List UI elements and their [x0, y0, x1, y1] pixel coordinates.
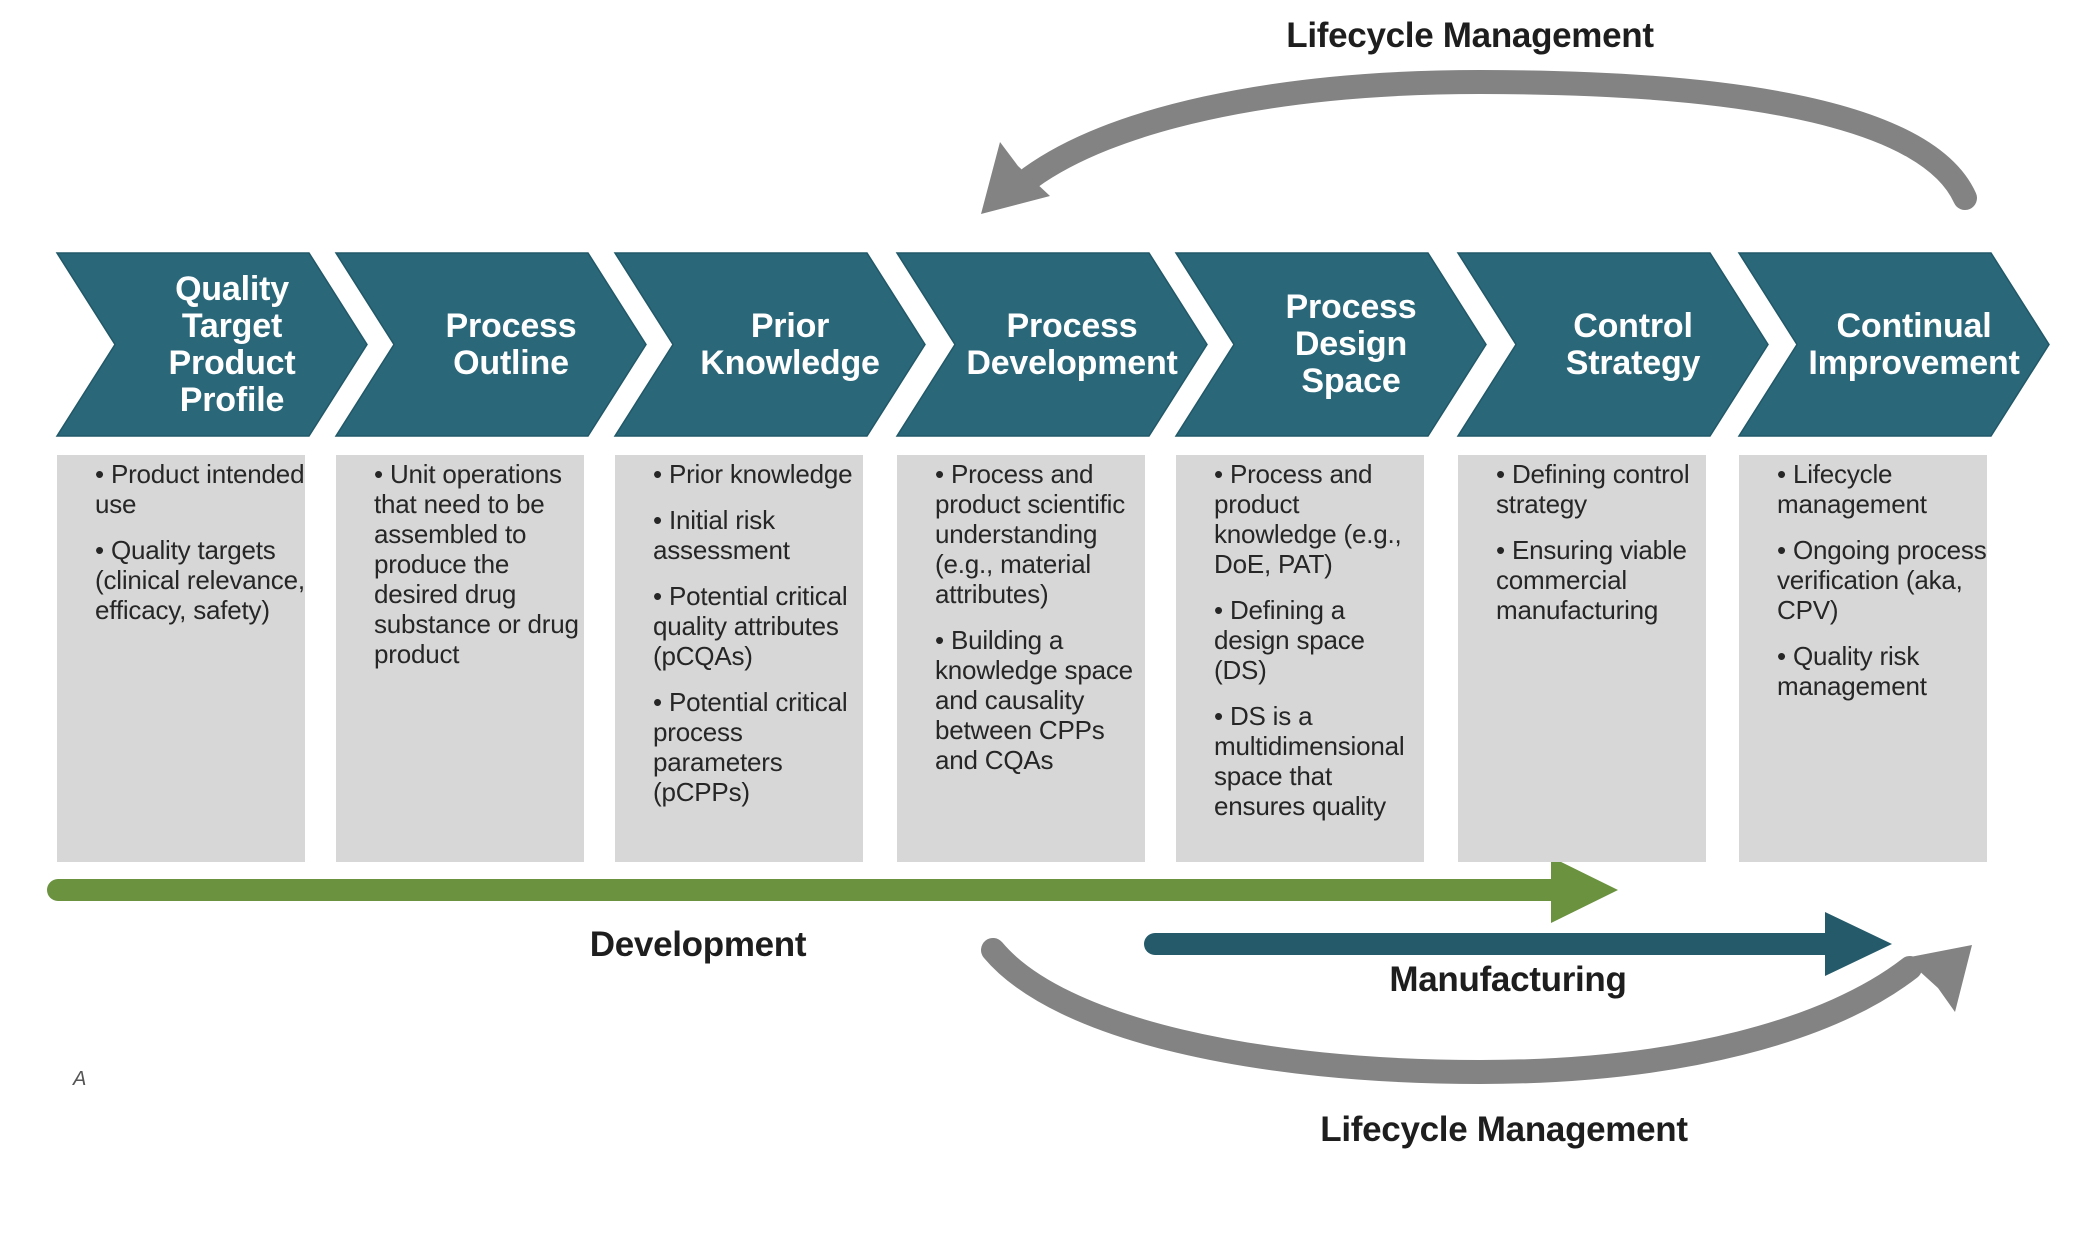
- stage-title-line: Strategy: [1565, 343, 1701, 382]
- stage-title-line: Process: [1285, 288, 1417, 326]
- stage-bullet-item: DS is a multidimensional space that ensu…: [1214, 701, 1424, 821]
- stage-chevron: [613, 252, 926, 437]
- stage-bullet-list: Unit operations that need to be assemble…: [374, 459, 584, 669]
- stage-detail-box: Process and product knowledge (e.g., DoE…: [1176, 455, 1424, 862]
- stage-title-line: Development: [966, 343, 1178, 382]
- development-arrow-shaft: [47, 879, 1555, 901]
- lifecycle-arc-bottom-shaft: [981, 938, 1922, 1085]
- stage-chevron: [334, 252, 647, 437]
- stage-bullet-item: Ensuring viable commercial manufacturing: [1496, 535, 1706, 625]
- manufacturing-arrow: [1144, 912, 1892, 976]
- stage-detail-box: Lifecycle managementOngoing process veri…: [1739, 455, 1987, 862]
- stage-bullet-list: Process and product knowledge (e.g., DoE…: [1214, 459, 1424, 821]
- stage-bullet-list: Product intended useQuality targets (cli…: [95, 459, 305, 625]
- stage-title-line: Control: [1573, 306, 1693, 345]
- stage-detail-box: Prior knowledgeInitial risk assessmentPo…: [615, 455, 863, 862]
- stage-detail-box: Process and product scientific understan…: [897, 455, 1145, 862]
- stage-chevrons: [55, 252, 2050, 437]
- stage-chevron: [55, 252, 368, 437]
- manufacturing-arrow-head: [1825, 912, 1892, 976]
- stage-title-line: Quality: [175, 269, 289, 308]
- lifecycle-management-bottom-label: Lifecycle Management: [1320, 1110, 1688, 1149]
- stage-bullet-item: Defining control strategy: [1496, 459, 1706, 519]
- stage-title-line: Continual: [1836, 306, 1992, 345]
- lifecycle-arc-bottom-head: [1905, 945, 1972, 1012]
- stage-title-line: Process: [1006, 306, 1138, 345]
- stage-bullet-item: Quality risk management: [1777, 641, 1987, 701]
- stage-detail-box: Product intended useQuality targets (cli…: [57, 455, 305, 862]
- stage-bullet-item: Process and product scientific understan…: [935, 459, 1145, 609]
- manufacturing-arrow-shaft: [1144, 933, 1828, 955]
- stage-bullet-item: Initial risk assessment: [653, 505, 863, 565]
- stage-title-line: Profile: [179, 380, 285, 419]
- stage-bullet-list: Prior knowledgeInitial risk assessmentPo…: [653, 459, 863, 807]
- stray-glyph: A: [73, 1068, 87, 1090]
- stage-title-line: Outline: [453, 343, 569, 382]
- stage-detail-box: Defining control strategyEnsuring viable…: [1458, 455, 1706, 862]
- lifecycle-arc-top-shaft: [1018, 69, 1977, 210]
- stage-bullet-item: Prior knowledge: [653, 459, 863, 489]
- stage-title-line: Product: [168, 343, 296, 382]
- lifecycle-arc-top-head: [981, 142, 1050, 214]
- stage-title-line: Space: [1301, 362, 1401, 400]
- stage-bullet-item: Unit operations that need to be assemble…: [374, 459, 584, 669]
- lifecycle-arrow-bottom: [981, 938, 1972, 1085]
- stage-bullet-list: Defining control strategyEnsuring viable…: [1496, 459, 1706, 625]
- development-arrow: [47, 857, 1618, 923]
- stage-title-line: Process: [445, 306, 577, 345]
- stage-title-line: Design: [1294, 325, 1408, 363]
- stage-bullet-item: Ongoing process verification (aka, CPV): [1777, 535, 1987, 625]
- stage-bullet-list: Process and product scientific understan…: [935, 459, 1145, 775]
- stage-bullet-item: Potential critical quality attributes (p…: [653, 581, 863, 671]
- stage-bullet-item: Product intended use: [95, 459, 305, 519]
- stage-detail-box: Unit operations that need to be assemble…: [336, 455, 584, 862]
- lifecycle-arrow-top: [981, 69, 1977, 214]
- stage-title-line: Improvement: [1808, 343, 2020, 382]
- stage-bullet-item: Quality targets (clinical relevance, eff…: [95, 535, 305, 625]
- stage-bullet-list: Lifecycle managementOngoing process veri…: [1777, 459, 1987, 701]
- stage-bullet-item: Lifecycle management: [1777, 459, 1987, 519]
- stage-bullet-item: Potential critical process parameters (p…: [653, 687, 863, 807]
- stage-bullet-item: Process and product knowledge (e.g., DoE…: [1214, 459, 1424, 579]
- stage-chevron: [1174, 252, 1487, 437]
- lifecycle-management-top-label: Lifecycle Management: [1286, 16, 1654, 55]
- stage-bullet-item: Defining a design space (DS): [1214, 595, 1424, 685]
- development-label: Development: [589, 925, 807, 964]
- stage-bullet-item: Building a knowledge space and causality…: [935, 625, 1145, 775]
- manufacturing-label: Manufacturing: [1389, 960, 1627, 999]
- stage-chevron: [895, 252, 1208, 437]
- development-arrow-head: [1551, 857, 1618, 923]
- stage-title-line: Knowledge: [700, 343, 880, 382]
- stage-title-line: Prior: [750, 306, 830, 345]
- stage-chevron: [1737, 252, 2050, 437]
- stage-chevron: [1456, 252, 1769, 437]
- stage-title-line: Target: [181, 306, 283, 345]
